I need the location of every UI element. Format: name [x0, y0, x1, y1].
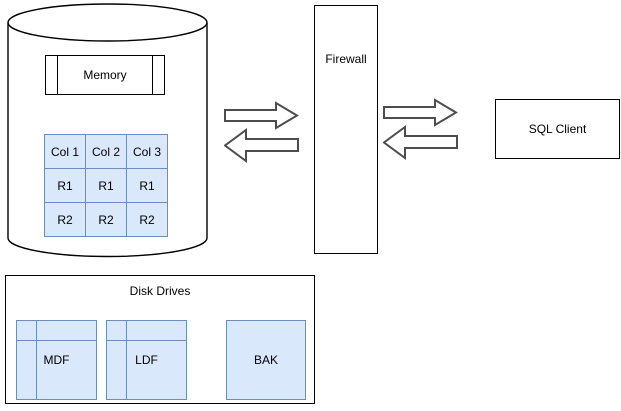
arrow-firewall-to-client-icon: [383, 98, 458, 127]
memory-label: Memory: [83, 68, 127, 82]
table-cell: R1: [45, 169, 86, 203]
table-cell: R2: [45, 203, 86, 237]
drive-bak-label: BAK: [253, 353, 278, 367]
table-header-cell: Col 2: [86, 135, 127, 169]
arrow-client-to-firewall-icon: [383, 125, 458, 160]
arrows-db-firewall: [224, 101, 299, 163]
arrow-db-to-firewall-icon: [224, 101, 299, 130]
table-cell: R1: [127, 169, 168, 203]
firewall-label: Firewall: [325, 52, 367, 66]
arrows-firewall-client: [383, 98, 458, 160]
memory-table: Col 1 Col 2 Col 3 R1 R1 R1 R2 R2 R2: [44, 134, 168, 237]
firewall-node: Firewall: [314, 5, 378, 254]
arrow-firewall-to-db-icon: [224, 128, 299, 163]
table-cell: R2: [127, 203, 168, 237]
sql-client-node: SQL Client: [495, 99, 620, 159]
memory-left-bar-line: [57, 56, 58, 94]
drive-mdf: MDF: [16, 320, 97, 400]
drive-ldf: LDF: [106, 320, 187, 400]
drive-ldf-label: LDF: [135, 353, 158, 367]
memory-right-bar-line: [152, 56, 153, 94]
table-header-cell: Col 1: [45, 135, 86, 169]
drive-mdf-label: MDF: [43, 353, 70, 367]
memory-node: Memory: [45, 55, 165, 95]
disk-drives-title: Disk Drives: [129, 284, 191, 298]
disk-drives-container: Disk Drives MDF LDF BAK: [5, 275, 315, 404]
sql-client-label: SQL Client: [528, 122, 587, 136]
table-cell: R2: [86, 203, 127, 237]
table-header-cell: Col 3: [127, 135, 168, 169]
table-cell: R1: [86, 169, 127, 203]
drive-bak: BAK: [226, 320, 306, 400]
